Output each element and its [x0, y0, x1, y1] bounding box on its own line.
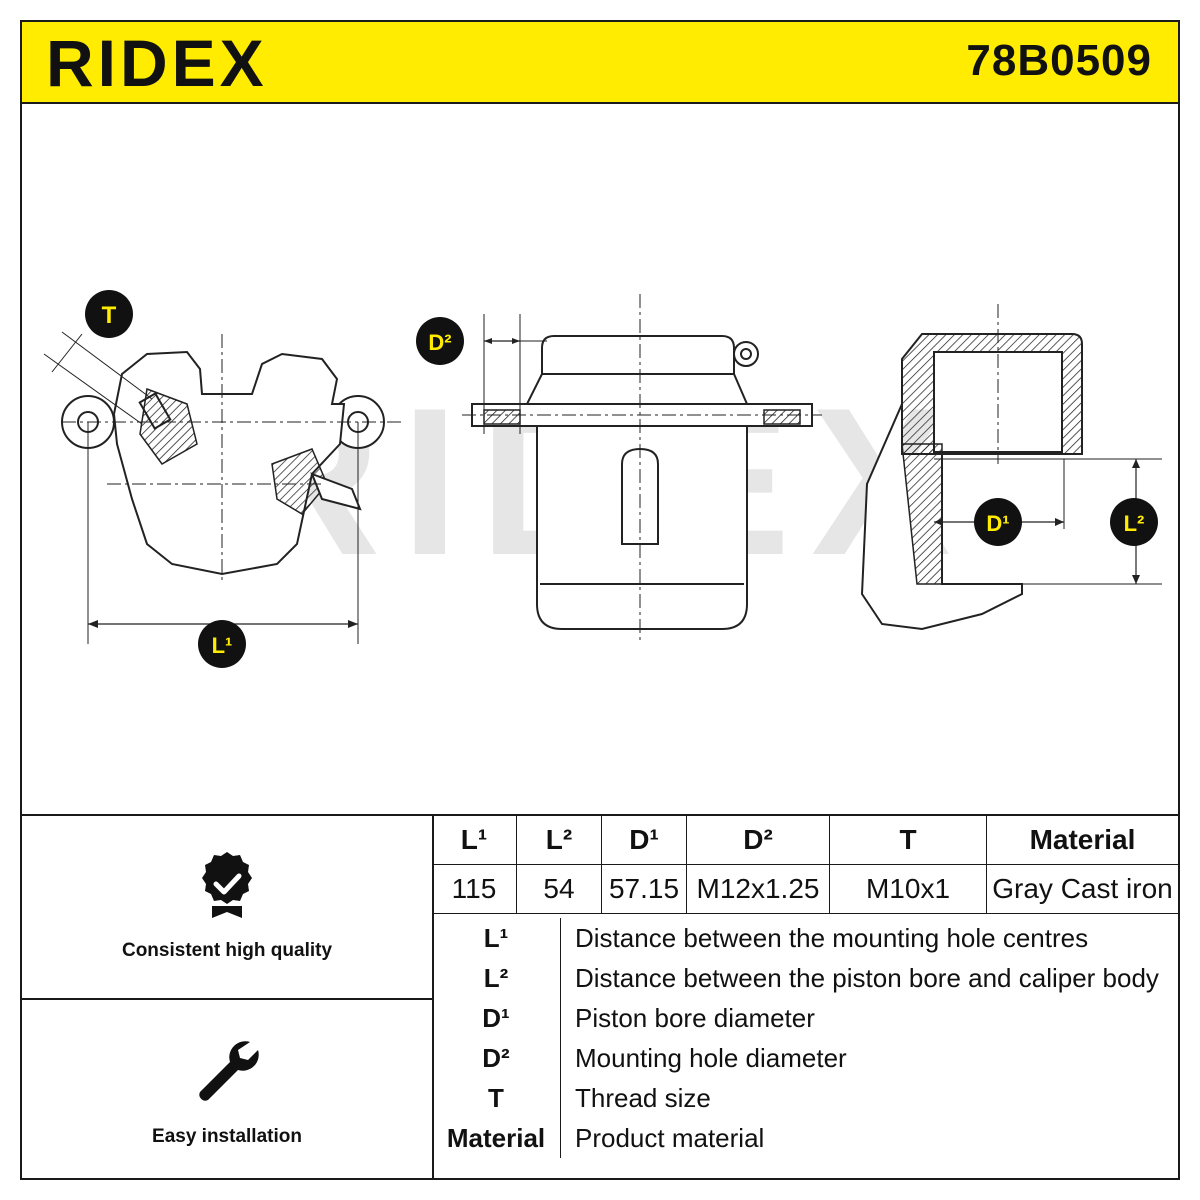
legend-symbol: L¹ [432, 918, 561, 958]
info-section: Consistent high quality Easy installatio… [22, 814, 1178, 1180]
spec-header-L1: L¹ [432, 816, 517, 865]
spec-value-row: 115 54 57.15 M12x1.25 M10x1 Gray Cast ir… [432, 864, 1178, 914]
legend-row: D² Mounting hole diameter [432, 1038, 1178, 1078]
product-sheet: RIDEX 78B0509 RIDEX [20, 20, 1180, 1180]
spec-value-L2: 54 [516, 864, 602, 914]
label-D2: D² [428, 330, 451, 355]
feature-installation-label: Easy installation [152, 1126, 302, 1147]
feature-quality-label: Consistent high quality [121, 940, 333, 961]
features-panel: Consistent high quality Easy installatio… [22, 816, 434, 1180]
brand-text: RIDEX [46, 26, 268, 98]
label-T: T [102, 302, 117, 329]
part-number: 78B0509 [966, 36, 1152, 85]
legend-symbol: D² [432, 1038, 561, 1078]
technical-drawing: RIDEX [22, 104, 1178, 814]
quality-badge-icon [202, 852, 252, 918]
spec-header-D1: D¹ [601, 816, 687, 865]
spec-table: L¹ L² D¹ D² T Material 115 54 57.15 M12x… [432, 816, 1178, 914]
legend-row: T Thread size [432, 1078, 1178, 1118]
legend-description: Product material [575, 1122, 765, 1153]
feature-quality: Consistent high quality [22, 816, 432, 1000]
spec-value-D1: 57.15 [601, 864, 687, 914]
legend-symbol: L² [432, 958, 561, 998]
spec-value-D2: M12x1.25 [686, 864, 830, 914]
label-L2: L² [1124, 511, 1145, 536]
caliper-side-view [462, 294, 822, 644]
legend-row: L² Distance between the piston bore and … [432, 958, 1178, 998]
label-L1: L¹ [212, 633, 233, 658]
legend-row: Material Product material [432, 1118, 1178, 1158]
legend-symbol: Material [432, 1118, 561, 1158]
callout-L1: L¹ [198, 620, 246, 668]
spec-value-T: M10x1 [829, 864, 987, 914]
caliper-drawing-svg: RIDEX [43, 290, 1162, 668]
spec-header-material: Material [986, 816, 1178, 865]
legend-table: L¹ Distance between the mounting hole ce… [432, 918, 1178, 1158]
legend-description: Piston bore diameter [575, 1002, 815, 1033]
callout-L2: L² [1110, 498, 1158, 546]
legend-description: Mounting hole diameter [575, 1042, 847, 1073]
spec-header-L2: L² [516, 816, 602, 865]
spec-header-D2: D² [686, 816, 830, 865]
feature-installation: Easy installation [22, 1000, 432, 1180]
legend-description: Distance between the piston bore and cal… [575, 962, 1159, 993]
legend-row: L¹ Distance between the mounting hole ce… [432, 918, 1178, 958]
callout-T: T [85, 290, 133, 338]
ridex-logo: RIDEX [46, 26, 268, 98]
legend-description: Distance between the mounting hole centr… [575, 922, 1089, 953]
spec-value-L1: 115 [432, 864, 517, 914]
callout-D2: D² [416, 317, 464, 365]
caliper-section-view [860, 304, 1162, 631]
legend-symbol: T [432, 1078, 561, 1118]
wrench-icon [199, 1041, 259, 1101]
spec-header-T: T [829, 816, 987, 865]
spec-value-material: Gray Cast iron [986, 864, 1178, 914]
legend-description: Thread size [575, 1082, 711, 1113]
legend-row: D¹ Piston bore diameter [432, 998, 1178, 1038]
label-D1: D¹ [986, 511, 1009, 536]
spec-header-row: L¹ L² D¹ D² T Material [432, 816, 1178, 865]
legend-symbol: D¹ [432, 998, 561, 1038]
callout-D1: D¹ [974, 498, 1022, 546]
header-bar: RIDEX 78B0509 [22, 22, 1178, 104]
caliper-front-view [43, 331, 402, 644]
